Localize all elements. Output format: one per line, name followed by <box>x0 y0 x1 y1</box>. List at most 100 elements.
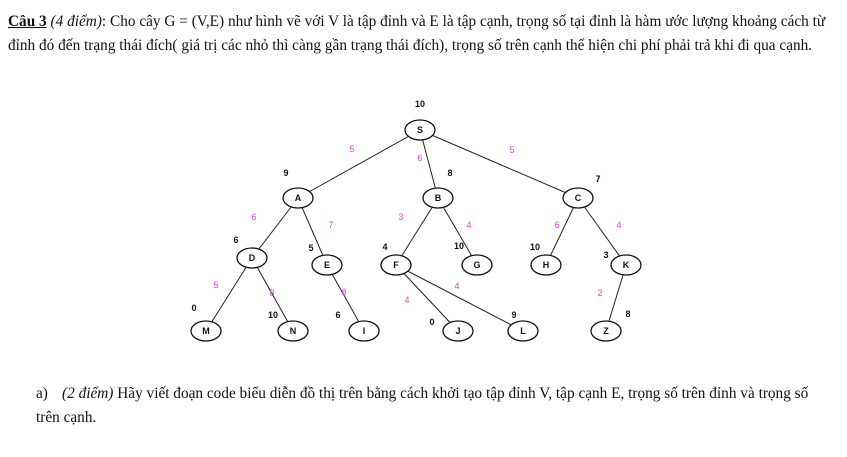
edge-e-i <box>326 264 365 332</box>
node-heuristic: 10 <box>415 99 425 109</box>
node-label: B <box>435 193 442 203</box>
node-label: J <box>455 326 460 336</box>
node-label: E <box>324 260 330 270</box>
node-k: K3 <box>603 250 642 276</box>
node-label: M <box>202 326 210 336</box>
edge-f-l <box>395 264 524 332</box>
edge-a-d <box>251 197 299 259</box>
node-label: L <box>520 326 526 336</box>
node-e: E5 <box>308 243 343 276</box>
node-circle <box>610 254 642 276</box>
edge-c-h <box>545 197 579 266</box>
node-circle <box>236 247 268 269</box>
edge-weight-b-f: 3 <box>398 212 403 222</box>
node-s: S 10 <box>404 99 436 141</box>
node-l: L9 <box>507 310 539 342</box>
node-circle <box>461 254 493 276</box>
edge-weight-f-j: 4 <box>404 295 409 305</box>
edge-k-z <box>605 264 627 332</box>
node-j: J0 <box>429 317 474 342</box>
node-circle <box>311 254 343 276</box>
edge-weight-s-b: 6 <box>417 153 422 163</box>
node-circle <box>282 187 314 209</box>
subquestion-marker: a) <box>36 385 48 402</box>
node-heuristic: 3 <box>603 250 608 260</box>
edge-f-j <box>395 264 459 332</box>
node-d: D6 <box>233 235 268 269</box>
node-label: Z <box>603 326 609 336</box>
node-m: M0 <box>190 303 222 342</box>
node-c: C7 <box>562 174 601 209</box>
node-circle <box>422 187 454 209</box>
edge-weight-s-c: 5 <box>509 145 514 155</box>
node-circle <box>277 320 309 342</box>
node-circle <box>404 119 436 141</box>
node-heuristic: 8 <box>447 168 452 178</box>
node-label: I <box>363 326 366 336</box>
question-paragraph: Câu 3 (4 điểm): Cho cây G = (V,E) như hì… <box>8 10 838 58</box>
node-z: Z8 <box>590 309 631 342</box>
subquestion-points: (2 điểm) <box>62 385 114 402</box>
question-points: (4 điểm) <box>50 13 102 30</box>
edge-c-k <box>577 197 627 266</box>
node-h: H10 <box>530 242 562 276</box>
edge-weight-a-d: 6 <box>251 212 256 222</box>
edge-weight-s-a: 5 <box>349 144 354 154</box>
subquestion-text: Hãy viết đoạn code biểu diễn đồ thị trên… <box>36 385 809 426</box>
node-heuristic: 6 <box>335 310 340 320</box>
edges-layer: 5 6 5 6 7 3 4 6 4 5 8 8 4 4 2 <box>205 129 627 332</box>
node-heuristic: 4 <box>382 242 387 252</box>
edge-weight-c-k: 4 <box>616 220 621 230</box>
node-circle <box>190 320 222 342</box>
node-heuristic: 6 <box>233 235 238 245</box>
node-heuristic: 10 <box>268 310 278 320</box>
node-heuristic: 10 <box>530 242 540 252</box>
edge-weight-b-g: 4 <box>466 220 471 230</box>
edge-weight-c-h: 6 <box>554 220 559 230</box>
edge-d-m <box>205 257 253 332</box>
node-circle <box>590 320 622 342</box>
node-circle <box>348 320 380 342</box>
subquestion-a: a) (2 điểm) Hãy viết đoạn code biểu diễn … <box>36 382 831 430</box>
edge-b-g <box>437 197 478 266</box>
node-label: G <box>473 260 480 270</box>
node-circle <box>530 254 562 276</box>
node-label: H <box>543 260 550 270</box>
node-label: S <box>417 125 423 135</box>
question-label: Câu 3 <box>8 13 47 30</box>
edge-s-b <box>419 129 439 199</box>
edge-weight-e-i: 8 <box>341 287 346 297</box>
edge-weight-a-e: 7 <box>328 220 333 230</box>
node-circle <box>442 320 474 342</box>
node-heuristic: 7 <box>595 174 600 184</box>
node-heuristic: 9 <box>283 168 288 178</box>
node-heuristic: 0 <box>429 317 434 327</box>
edge-s-a <box>297 129 421 199</box>
node-heuristic: 10 <box>454 241 464 251</box>
node-circle <box>507 320 539 342</box>
edge-weight-k-z: 2 <box>597 288 602 298</box>
node-i: I6 <box>335 310 380 342</box>
node-label: N <box>290 326 297 336</box>
edge-d-n <box>251 257 294 332</box>
node-heuristic: 5 <box>308 243 313 253</box>
node-circle <box>562 187 594 209</box>
edge-b-f <box>395 197 439 266</box>
node-heuristic: 9 <box>511 310 516 320</box>
edge-weight-f-l: 4 <box>454 281 459 291</box>
node-label: F <box>393 260 399 270</box>
node-g: G 10 <box>454 241 493 276</box>
node-heuristic: 8 <box>625 309 630 319</box>
edge-weight-d-n: 8 <box>269 288 274 298</box>
node-label: A <box>295 193 302 203</box>
edge-weight-d-m: 5 <box>213 280 218 290</box>
node-circle <box>380 254 412 276</box>
node-n: N 10 <box>268 310 309 342</box>
node-heuristic: 0 <box>191 303 196 313</box>
node-label: C <box>575 193 582 203</box>
question-text: : Cho cây G = (V,E) như hình vẽ với V là… <box>8 13 826 54</box>
edge-s-c <box>419 129 579 199</box>
node-label: K <box>623 260 630 270</box>
